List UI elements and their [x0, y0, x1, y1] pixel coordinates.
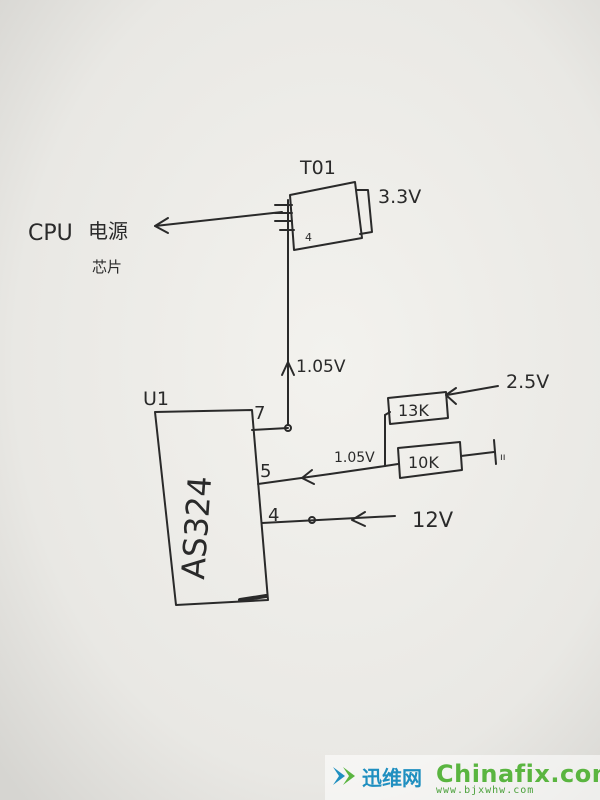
resistor-13k: [384, 385, 499, 425]
pin7-node: [284, 424, 292, 432]
ground-mark: ıı: [500, 452, 506, 463]
t01-input-voltage: 3.3V: [378, 186, 421, 208]
pin7-label: 7: [254, 403, 265, 424]
watermark-url: www.bjxwhw.com: [436, 785, 535, 796]
pin5-label: 5: [260, 461, 271, 482]
resistor-13k-label: 13K: [398, 401, 429, 420]
rail-voltage-label: 1.05V: [296, 357, 346, 377]
opamp-u1-body: [154, 409, 269, 606]
pin4-label: 4: [268, 505, 279, 526]
cpu-label-cn-bottom: 芯片: [92, 258, 122, 276]
pin7-wire: [251, 427, 289, 431]
pin5-feedback-wire: [257, 414, 399, 485]
cpu-label: CPU: [28, 221, 73, 246]
t01-pin4-label: 4: [305, 231, 312, 244]
cpu-feed-wire: [154, 211, 283, 234]
rail-up-arrow: [281, 361, 295, 376]
feedback-voltage-label: 1.05V: [334, 450, 375, 466]
t01-label: T01: [299, 157, 336, 179]
watermark-banner: [325, 755, 600, 800]
watermark-logo-icon: [333, 767, 355, 785]
pin4-supply-wire: [261, 511, 396, 527]
u1-part-label: AS324: [174, 475, 219, 581]
watermark-site-cn: 迅维网: [362, 766, 422, 790]
regulator-t01: [274, 181, 373, 426]
supply-voltage-label: 12V: [412, 508, 454, 532]
cpu-label-cn-top: 电源: [88, 219, 128, 243]
resistor-10k: [397, 439, 497, 479]
resistor-10k-label: 10K: [408, 453, 439, 472]
ref-voltage-label: 2.5V: [506, 371, 549, 393]
watermark-site-en: Chinafix.com: [436, 760, 600, 788]
u1-label: U1: [143, 388, 169, 410]
